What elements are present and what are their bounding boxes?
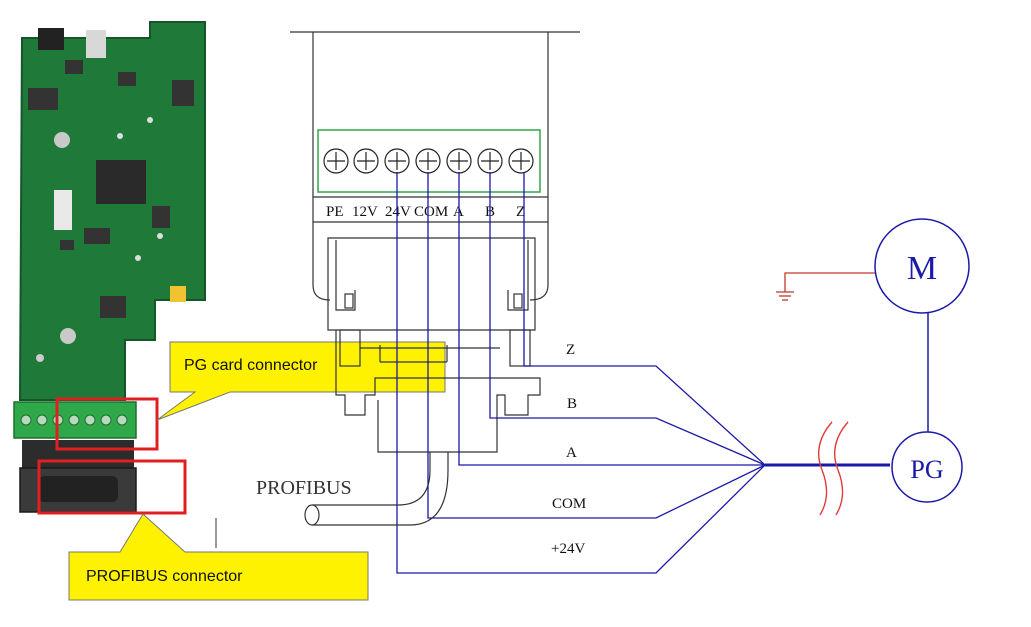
- terminal-block: [317, 129, 541, 193]
- pg-card-callout-text: PG card connector: [184, 357, 318, 374]
- encoder-label: PG: [910, 455, 943, 484]
- pg-card-callout: [156, 341, 446, 421]
- motor-label: M: [907, 250, 937, 287]
- signal-label-b: B: [567, 396, 577, 412]
- wire-z: [523, 172, 766, 466]
- wire-com: [427, 172, 766, 519]
- signal-wires: [396, 172, 890, 574]
- cable-break-icon: [818, 421, 849, 516]
- terminal-label-12v: 12V: [352, 204, 378, 220]
- wire-b: [489, 172, 766, 466]
- signal-label-com: COM: [552, 496, 586, 512]
- terminal-screw-24v: [384, 148, 410, 174]
- terminal-screw-pe: [323, 148, 349, 174]
- signal-label-24v: +24V: [551, 541, 585, 557]
- ground-symbol: [776, 272, 876, 301]
- terminal-screw-z: [508, 148, 534, 174]
- encoder-circle: [891, 431, 963, 503]
- profibus-connector-highlight: [37, 459, 187, 515]
- terminal-label-z: Z: [516, 204, 525, 220]
- profibus-callout-text: PROFIBUS connector: [86, 568, 243, 585]
- profibus-label: PROFIBUS: [256, 477, 352, 499]
- connector-housing: [290, 31, 580, 453]
- motor-circle: [874, 218, 970, 314]
- pg-card-pcb-image: [13, 21, 206, 513]
- signal-label-a: A: [566, 445, 577, 461]
- profibus-cable: [304, 452, 449, 526]
- terminal-screw-b: [477, 148, 503, 174]
- wire-24v: [396, 172, 766, 574]
- terminal-label-com: COM: [414, 204, 448, 220]
- terminal-screw-12v: [353, 148, 379, 174]
- terminal-screws: [323, 148, 534, 174]
- terminal-screw-com: [415, 148, 441, 174]
- wire-a: [458, 172, 765, 466]
- terminal-screw-a: [446, 148, 472, 174]
- pg-card-connector-highlight: [55, 397, 159, 451]
- terminal-label-pe: PE: [326, 204, 344, 220]
- terminal-label-24v: 24V: [385, 204, 411, 220]
- profibus-callout: [68, 513, 369, 601]
- signal-label-z: Z: [566, 342, 575, 358]
